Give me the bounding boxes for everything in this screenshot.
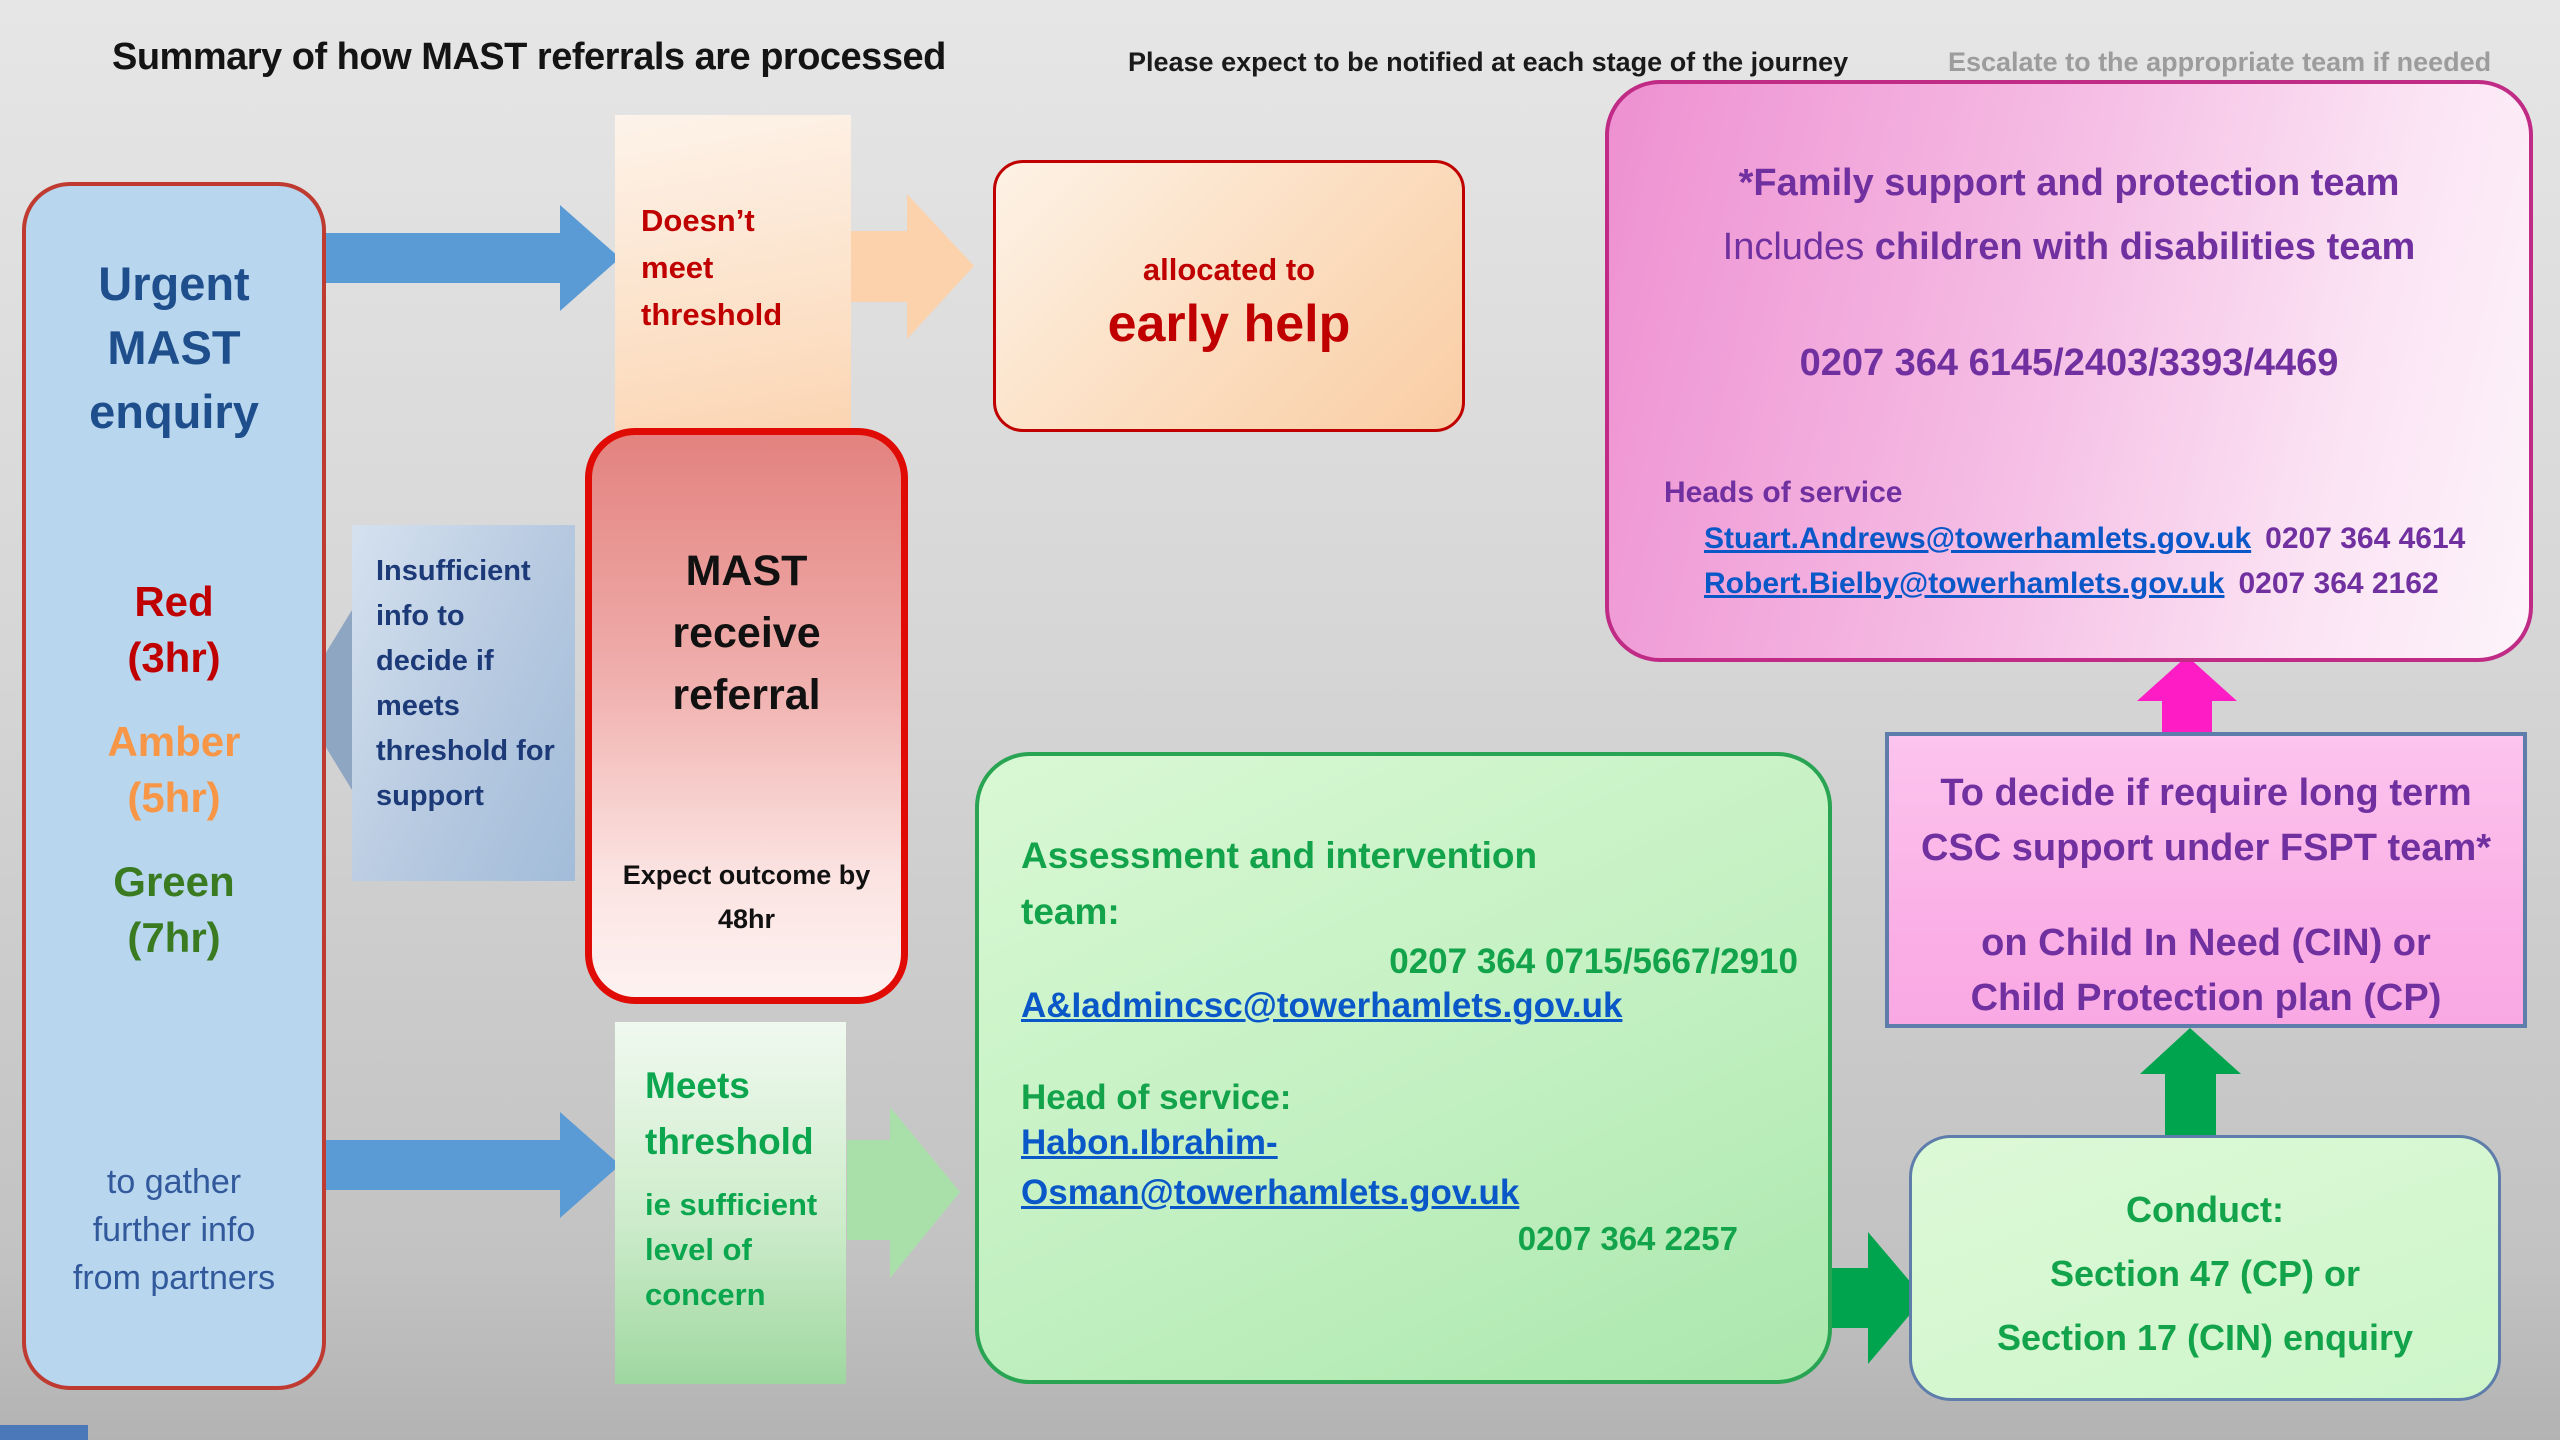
family-heads-label: Heads of service	[1664, 476, 1903, 509]
rag-amber-time: (5hr)	[127, 774, 221, 821]
page-title: Summary of how MAST referrals are proces…	[112, 36, 946, 78]
conduct-enquiry-box: Conduct: Section 47 (CP) or Section 17 (…	[1909, 1135, 2501, 1401]
doesnt-meet-threshold-box: Doesn’t meet threshold	[615, 115, 851, 433]
conduct-line3: Section 17 (CIN) enquiry	[1996, 1317, 2414, 1358]
assessment-team-box: Assessment and intervention team: 0207 3…	[975, 752, 1832, 1384]
family-head2-email-link[interactable]: Robert.Bielby@towerhamlets.gov.uk	[1704, 567, 2225, 600]
assessment-team-title: Assessment and intervention team:	[1021, 835, 1538, 932]
rag-red-label: Red	[134, 578, 214, 625]
early-help-prefix: allocated to	[1142, 252, 1316, 287]
assessment-head-label: Head of service:	[1021, 1078, 1292, 1117]
decide-line3: on Child In Need (CIN) or	[1981, 922, 2431, 964]
family-head1-phone: 0207 364 4614	[2265, 522, 2466, 555]
family-support-subtitle: Includes children with disabilities team	[1609, 226, 2529, 269]
assessment-head-email-link-line1[interactable]: Habon.Ibrahim-	[1021, 1123, 1278, 1162]
arrow-decide-to-family-icon	[2137, 656, 2237, 734]
arrow-meets-to-assessment-icon	[847, 1107, 960, 1278]
urgent-enquiry-footer: to gather further info from partners	[72, 1163, 276, 1297]
family-head2-phone: 0207 364 2162	[2238, 567, 2439, 600]
decide-line2: CSC support under FSPT team*	[1920, 827, 2492, 869]
rag-red-time: (3hr)	[127, 634, 221, 681]
doesnt-meet-threshold-label: Doesn’t meet threshold	[641, 203, 783, 332]
meets-threshold-sublabel: ie sufficient level of concern	[645, 1187, 818, 1312]
bottom-left-decoration	[0, 1425, 88, 1440]
assessment-head-phone: 0207 364 2257	[1517, 1220, 1738, 1257]
family-support-subtitle-bold: children with disabilities team	[1874, 226, 2416, 268]
meets-threshold-box: Meets threshold ie sufficient level of c…	[615, 1022, 846, 1384]
rag-green-time: (7hr)	[127, 914, 221, 961]
assessment-team-email-link[interactable]: A&Iadmincsc@towerhamlets.gov.uk	[1021, 986, 1623, 1025]
urgent-enquiry-title: Urgent MAST enquiry	[89, 257, 259, 438]
family-support-phone: 0207 364 6145/2403/3393/4469	[1799, 342, 2339, 384]
family-head-row: Stuart.Andrews@towerhamlets.gov.uk 0207 3…	[1704, 522, 2465, 556]
arrow-doesnt-to-earlyhelp-icon	[850, 194, 974, 339]
family-head-row: Robert.Bielby@towerhamlets.gov.uk 0207 36…	[1704, 567, 2439, 601]
escalation-note: Escalate to the appropriate team if need…	[1948, 47, 2492, 77]
mast-referral-title: MAST receive referral	[672, 547, 821, 719]
family-support-box: *Family support and protection team Incl…	[1605, 80, 2533, 662]
decide-fspt-box: To decide if require long term CSC suppo…	[1885, 732, 2527, 1028]
rag-level-amber: Amber (5hr)	[26, 714, 322, 826]
insufficient-info-box: Insufficient info to decide if meets thr…	[352, 525, 575, 881]
arrow-conduct-to-decide-icon	[2140, 1028, 2241, 1137]
rag-amber-label: Amber	[107, 718, 241, 765]
early-help-box: allocated to early help	[993, 160, 1465, 432]
insufficient-info-label: Insufficient info to decide if meets thr…	[376, 555, 555, 812]
urgent-enquiry-box: Urgent MAST enquiry Red (3hr) Amber (5hr…	[22, 182, 326, 1390]
decide-line1: To decide if require long term	[1940, 772, 2472, 814]
rag-green-label: Green	[113, 858, 235, 905]
mast-referral-box: MAST receive referral Expect outcome by …	[585, 428, 908, 1004]
early-help-label: early help	[1107, 295, 1351, 353]
page-subtitle: Please expect to be notified at each sta…	[1128, 47, 1849, 77]
family-support-title: *Family support and protection team	[1738, 162, 2400, 204]
decide-line4: Child Protection plan (CP)	[1970, 977, 2442, 1019]
rag-level-green: Green (7hr)	[26, 854, 322, 966]
decide-spacer	[1889, 876, 2523, 916]
family-head1-email-link[interactable]: Stuart.Andrews@towerhamlets.gov.uk	[1704, 522, 2252, 555]
arrow-urgent-to-threshold-icon	[322, 205, 620, 311]
meets-threshold-label: Meets threshold	[645, 1065, 814, 1162]
mast-referral-outcome: Expect outcome by 48hr	[622, 860, 871, 934]
family-support-subtitle-prefix: Includes	[1722, 226, 1875, 268]
assessment-team-phone: 0207 364 0715/5667/2910	[1389, 942, 1798, 981]
arrow-urgent-to-meets-icon	[322, 1112, 620, 1218]
conduct-line1: Conduct:	[2126, 1189, 2284, 1230]
conduct-line2: Section 47 (CP) or	[2049, 1253, 2361, 1294]
rag-level-red: Red (3hr)	[26, 574, 322, 686]
assessment-head-email-link-line2[interactable]: Osman@towerhamlets.gov.uk	[1021, 1173, 1520, 1212]
